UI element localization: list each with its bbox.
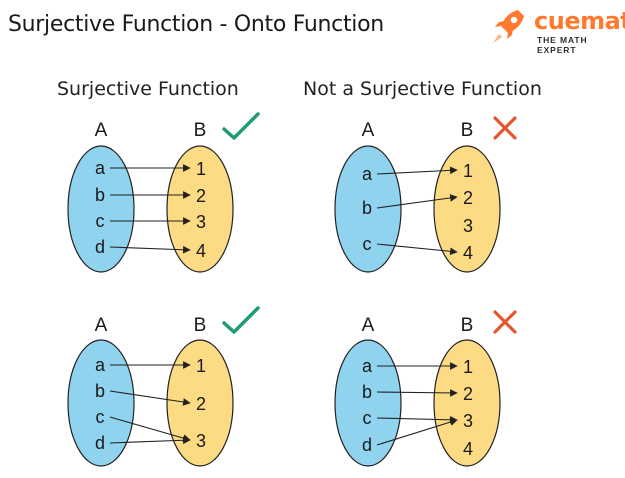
mapping-arrow	[109, 436, 191, 445]
set-b-label: B	[194, 120, 207, 141]
set-a-ellipse	[67, 145, 135, 273]
domain-element: a	[95, 158, 106, 178]
codomain-element: 1	[196, 159, 206, 179]
codomain-element: 2	[463, 384, 473, 404]
codomain-element: 1	[463, 357, 473, 377]
domain-element: d	[95, 237, 105, 257]
mapping-arrow	[376, 389, 458, 397]
codomain-element: 1	[196, 356, 206, 376]
diagram-2-title: Not a Surjective Function	[303, 78, 542, 100]
domain-element: c	[363, 408, 372, 428]
domain-element: a	[362, 164, 373, 184]
page-title: Surjective Function - Onto Function	[8, 12, 384, 37]
mapping-arrow	[109, 390, 191, 406]
codomain-element: 2	[196, 394, 206, 414]
codomain-element: 2	[463, 188, 473, 208]
codomain-element: 4	[463, 243, 473, 263]
domain-element: b	[95, 185, 105, 205]
check-icon	[222, 112, 260, 140]
domain-element: b	[95, 381, 105, 401]
codomain-element: 4	[196, 241, 206, 261]
domain-element: b	[362, 198, 372, 218]
set-a-ellipse	[334, 339, 402, 467]
codomain-element: 2	[196, 186, 206, 206]
set-a-label: A	[362, 315, 375, 336]
mapping-arrow	[376, 418, 458, 446]
mapping-arrow	[109, 245, 191, 254]
set-a-label: A	[95, 120, 108, 141]
set-b-label: B	[461, 120, 474, 141]
check-icon	[222, 306, 260, 334]
cross-icon	[493, 310, 517, 334]
set-b-label: B	[194, 315, 207, 336]
mapping-arrow	[376, 166, 458, 175]
codomain-element: 3	[463, 411, 473, 431]
domain-element: a	[95, 355, 106, 375]
mapping-arrow	[109, 416, 191, 442]
set-a-label: A	[362, 120, 375, 141]
brand-name: cuemath	[534, 7, 625, 35]
mapping-arrow	[376, 415, 458, 424]
mapping-arrow	[376, 243, 458, 256]
set-b-ellipse	[433, 339, 501, 467]
rocket-icon	[493, 10, 524, 43]
codomain-element: 3	[196, 431, 206, 451]
cuemath-logo: cuemath THE MATH EXPERT	[488, 4, 625, 55]
set-a-ellipse	[334, 145, 402, 273]
set-a-ellipse	[67, 339, 135, 467]
diagram-1-title: Surjective Function	[57, 78, 239, 100]
set-b-ellipse	[433, 145, 501, 273]
domain-element: a	[362, 356, 373, 376]
domain-element: c	[363, 234, 372, 254]
codomain-element: 1	[463, 161, 473, 181]
set-b-label: B	[461, 315, 474, 336]
domain-element: b	[362, 382, 372, 402]
domain-element: d	[362, 435, 372, 455]
brand-tagline: THE MATH EXPERT	[537, 35, 588, 55]
codomain-element: 3	[463, 216, 473, 236]
set-b-ellipse	[166, 145, 234, 273]
domain-element: c	[96, 407, 105, 427]
domain-element: c	[96, 211, 105, 231]
set-a-label: A	[95, 315, 108, 336]
mapping-arrow	[376, 194, 458, 209]
codomain-element: 4	[463, 439, 473, 459]
codomain-element: 3	[196, 212, 206, 232]
cross-icon	[493, 116, 517, 140]
domain-element: d	[95, 433, 105, 453]
